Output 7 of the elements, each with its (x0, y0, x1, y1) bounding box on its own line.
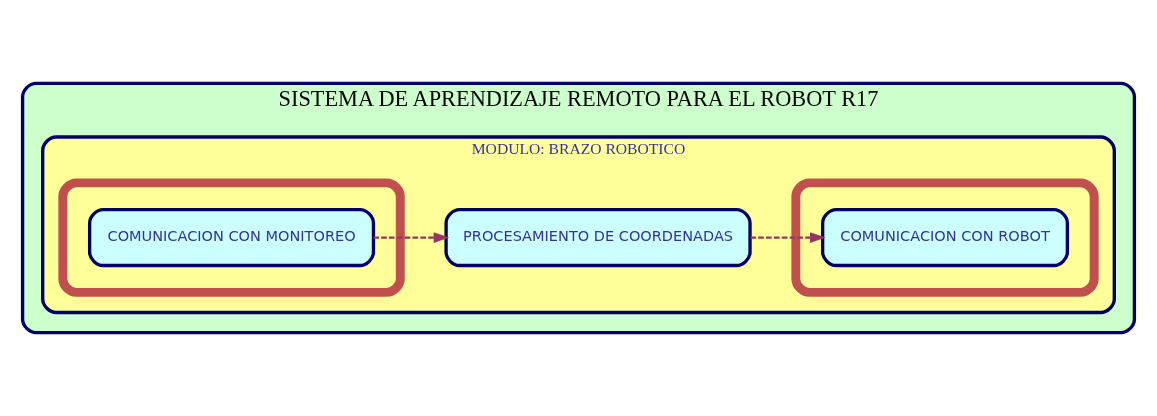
cluster (58, 178, 405, 297)
node-box: PROCESAMIENTO DE COORDENADAS (444, 208, 752, 268)
arrow (750, 232, 826, 244)
node-box: COMUNICACION CON ROBOT (820, 208, 1070, 268)
node-box: COMUNICACION CON MONITOREO (87, 208, 376, 268)
cluster (791, 178, 1099, 297)
arrow (373, 232, 450, 244)
